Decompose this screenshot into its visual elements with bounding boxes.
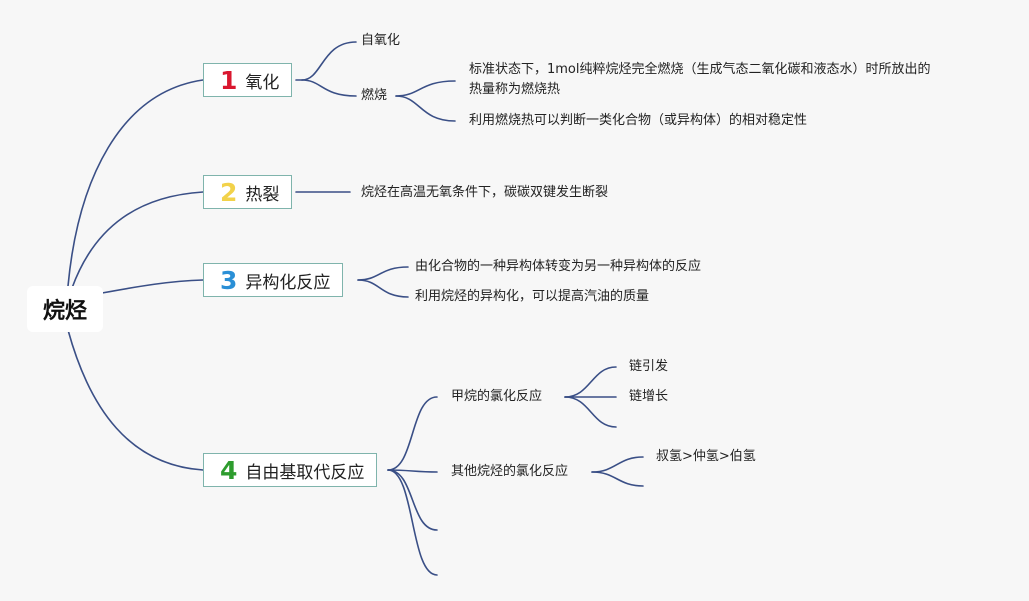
link-root-isomerization: [101, 279, 204, 294]
branch-label: 热裂: [245, 184, 280, 205]
leaf-stability-use[interactable]: 利用燃烧热可以判断一类化合物（或异构体）的相对稳定性: [469, 113, 808, 128]
leaf-other-alkane-chlorination[interactable]: 其他烷烃的氯化反应: [451, 464, 569, 479]
branch-node-oxidation[interactable]: 1 氧化: [203, 63, 293, 97]
link-oxidation-combustion: [301, 79, 357, 97]
number-2-badge: 2: [220, 177, 238, 207]
link-root-cracking: [71, 191, 204, 289]
link-combustion-stability: [395, 95, 456, 122]
leaf-heat-of-combustion-definition[interactable]: 标准状态下，1mol纯粹烷烃完全燃烧（生成气态二氧化碳和液态水）时所放出的 热量…: [469, 60, 931, 100]
link-oxidation-autoxidation: [301, 41, 357, 81]
leaf-isomerization-definition[interactable]: 由化合物的一种异构体转变为另一种异构体的反应: [415, 259, 702, 274]
link-methane-initiation: [564, 366, 617, 398]
link-substitution-empty-1: [387, 469, 438, 531]
leaf-isomerization-use[interactable]: 利用烷烃的异构化，可以提高汽油的质量: [415, 289, 650, 304]
link-other-empty: [591, 471, 644, 487]
link-substitution-empty-2: [387, 469, 438, 576]
branch-label: 氧化: [245, 72, 280, 93]
link-root-substitution: [67, 329, 204, 471]
leaf-hydrogen-reactivity-order[interactable]: 叔氢>仲氢>伯氢: [656, 449, 756, 464]
branch-label: 异构化反应: [245, 272, 331, 293]
branch-node-cracking[interactable]: 2 热裂: [203, 175, 293, 209]
link-isomerization-use: [357, 279, 409, 298]
leaf-line: 标准状态下，1mol纯粹烷烃完全燃烧（生成气态二氧化碳和液态水）时所放出的: [469, 62, 931, 77]
root-node[interactable]: 烷烃: [27, 286, 103, 332]
number-4-badge: 4: [220, 455, 238, 485]
link-methane-empty: [564, 396, 617, 428]
link-other-order: [591, 456, 644, 473]
number-1-badge: 1: [220, 65, 238, 95]
number-3-badge: 3: [220, 265, 238, 295]
link-root-oxidation: [67, 79, 204, 287]
link-isomerization-definition: [357, 266, 409, 281]
link-substitution-methane: [387, 396, 438, 471]
leaf-chain-propagation[interactable]: 链增长: [629, 389, 669, 404]
leaf-autoxidation[interactable]: 自氧化: [361, 33, 401, 48]
leaf-combustion[interactable]: 燃烧: [361, 88, 388, 103]
leaf-methane-chlorination[interactable]: 甲烷的氯化反应: [451, 389, 543, 404]
leaf-cracking-description[interactable]: 烷烃在高温无氧条件下，碳碳双键发生断裂: [361, 185, 609, 200]
branch-label: 自由基取代反应: [245, 462, 365, 483]
leaf-chain-initiation[interactable]: 链引发: [629, 359, 669, 374]
leaf-line: 热量称为燃烧热: [469, 82, 561, 97]
branch-node-isomerization[interactable]: 3 异构化反应: [203, 263, 344, 297]
link-combustion-definition: [395, 80, 456, 97]
branch-node-radical-substitution[interactable]: 4 自由基取代反应: [203, 453, 378, 487]
